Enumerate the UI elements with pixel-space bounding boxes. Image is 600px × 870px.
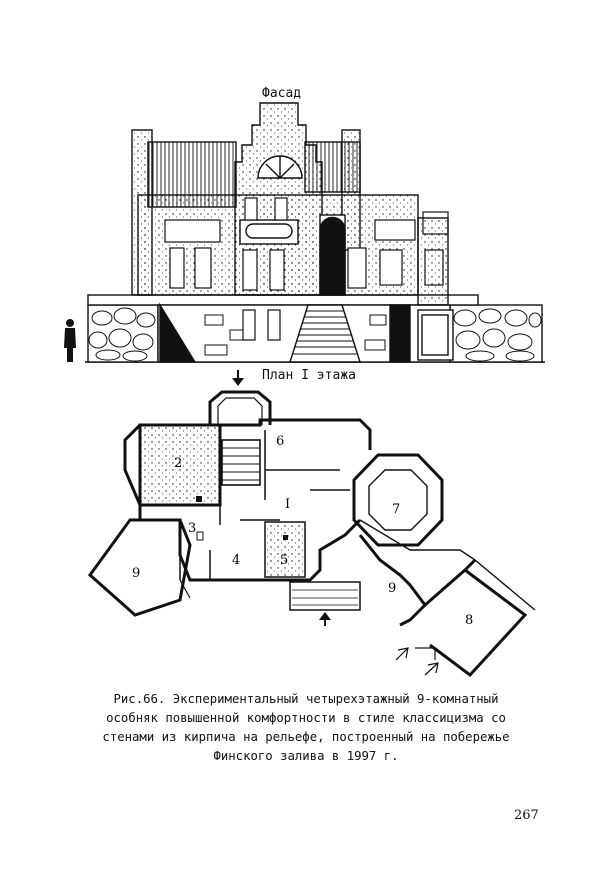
room-label-5: 5 <box>280 553 288 568</box>
room-label-2: 2 <box>174 456 182 471</box>
room-label-hall: I <box>285 497 290 512</box>
room-label-6: 6 <box>276 434 284 449</box>
caption-line: стенами из кирпича на рельефе, построенн… <box>102 730 510 744</box>
room-label-3: 3 <box>188 521 196 536</box>
plan-title: План I этажа <box>262 368 356 383</box>
facade-title: Фасад <box>262 86 302 101</box>
room-label-8: 8 <box>465 613 473 628</box>
caption-line: особняк повышенной комфортности в стиле … <box>106 711 506 725</box>
caption-line: Рис.66. Экспериментальный четырехэтажный… <box>113 692 499 706</box>
room-label-7: 7 <box>392 502 400 517</box>
room-label-9-right: 9 <box>388 581 396 596</box>
person-silhouette <box>64 319 76 362</box>
figure-caption: Рис.66. Экспериментальный четырехэтажный… <box>86 690 526 766</box>
facade-drawing <box>85 102 545 363</box>
floor-plan-drawing: 2 3 4 5 6 7 8 9 9 I <box>87 370 536 678</box>
room-label-4: 4 <box>232 553 240 568</box>
page-number: 267 <box>514 808 539 823</box>
caption-line: Финского залива в 1997 г. <box>213 749 399 763</box>
room-label-9-left: 9 <box>132 566 140 581</box>
